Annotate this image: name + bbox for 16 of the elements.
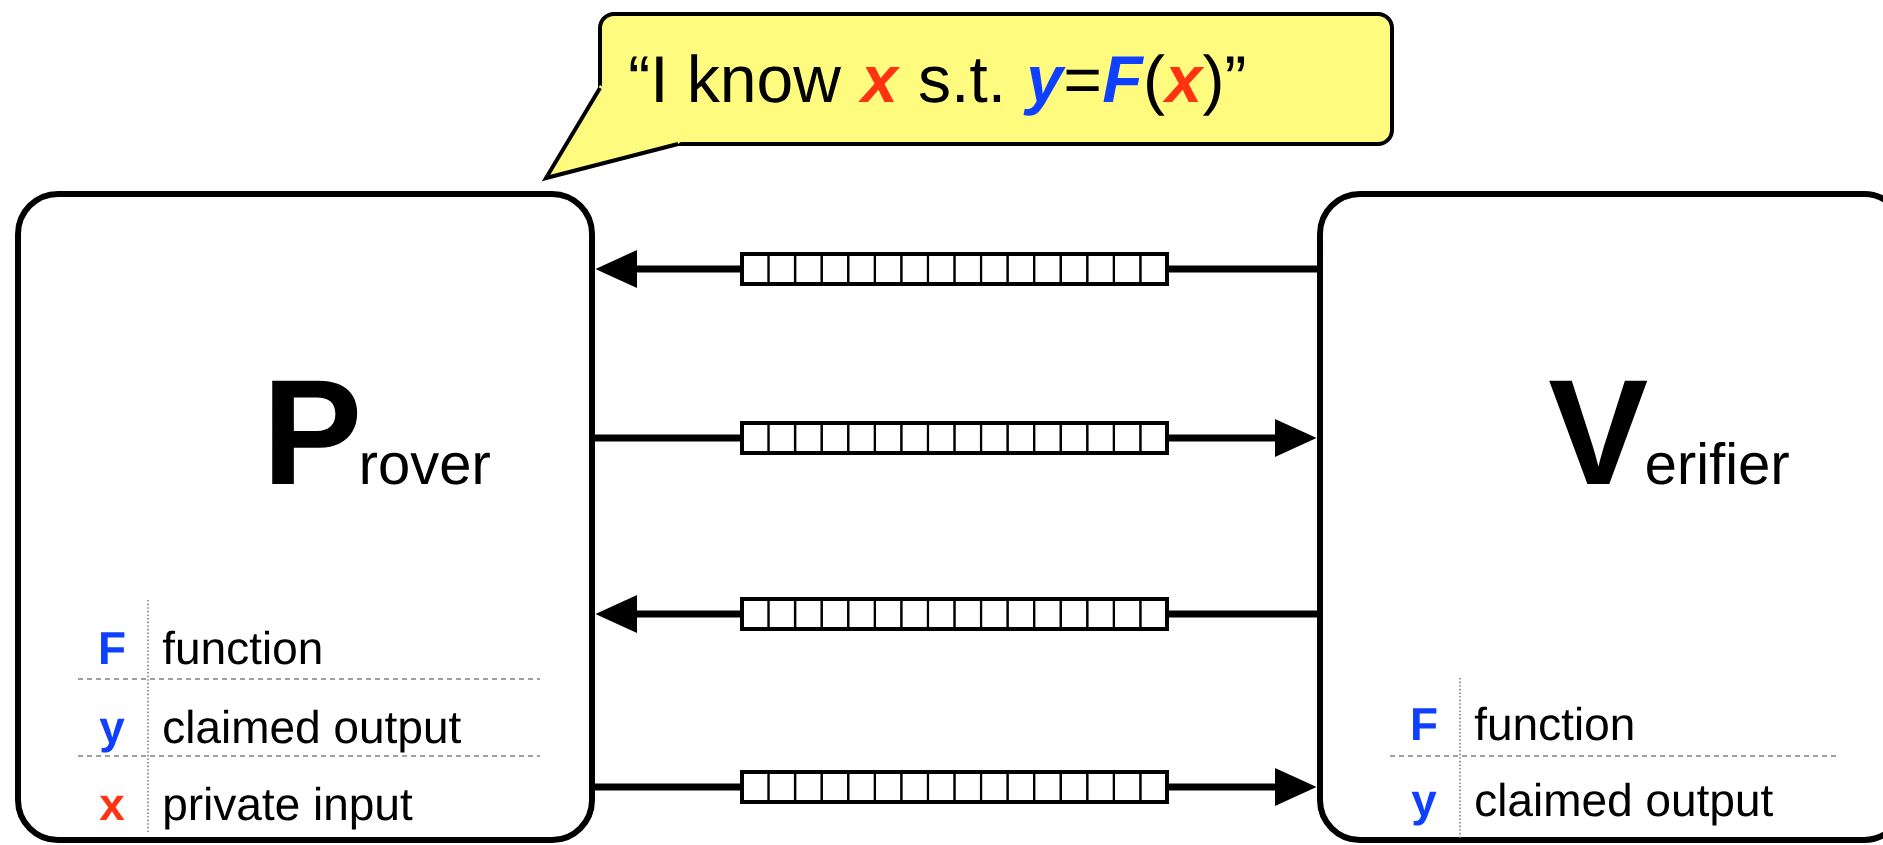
node-label: y [99,718,125,753]
node-label: function [162,630,321,665]
node-label: claimed output [164,709,461,753]
node-label: function [1474,706,1633,741]
node-label: y [1411,791,1437,826]
node-label: F [1413,708,1437,740]
message-bar [740,252,1169,286]
variable-table: F function y claimed output x private input [77,599,541,835]
node-label: claimed output [1476,782,1773,826]
node-label: private input [165,786,413,830]
message-bar [740,597,1169,631]
message-bar [740,770,1169,804]
message-bar [740,421,1169,455]
node-label: x [99,795,125,820]
variable-table: F function y claimed output [1389,677,1837,841]
node-label: F [101,632,125,664]
